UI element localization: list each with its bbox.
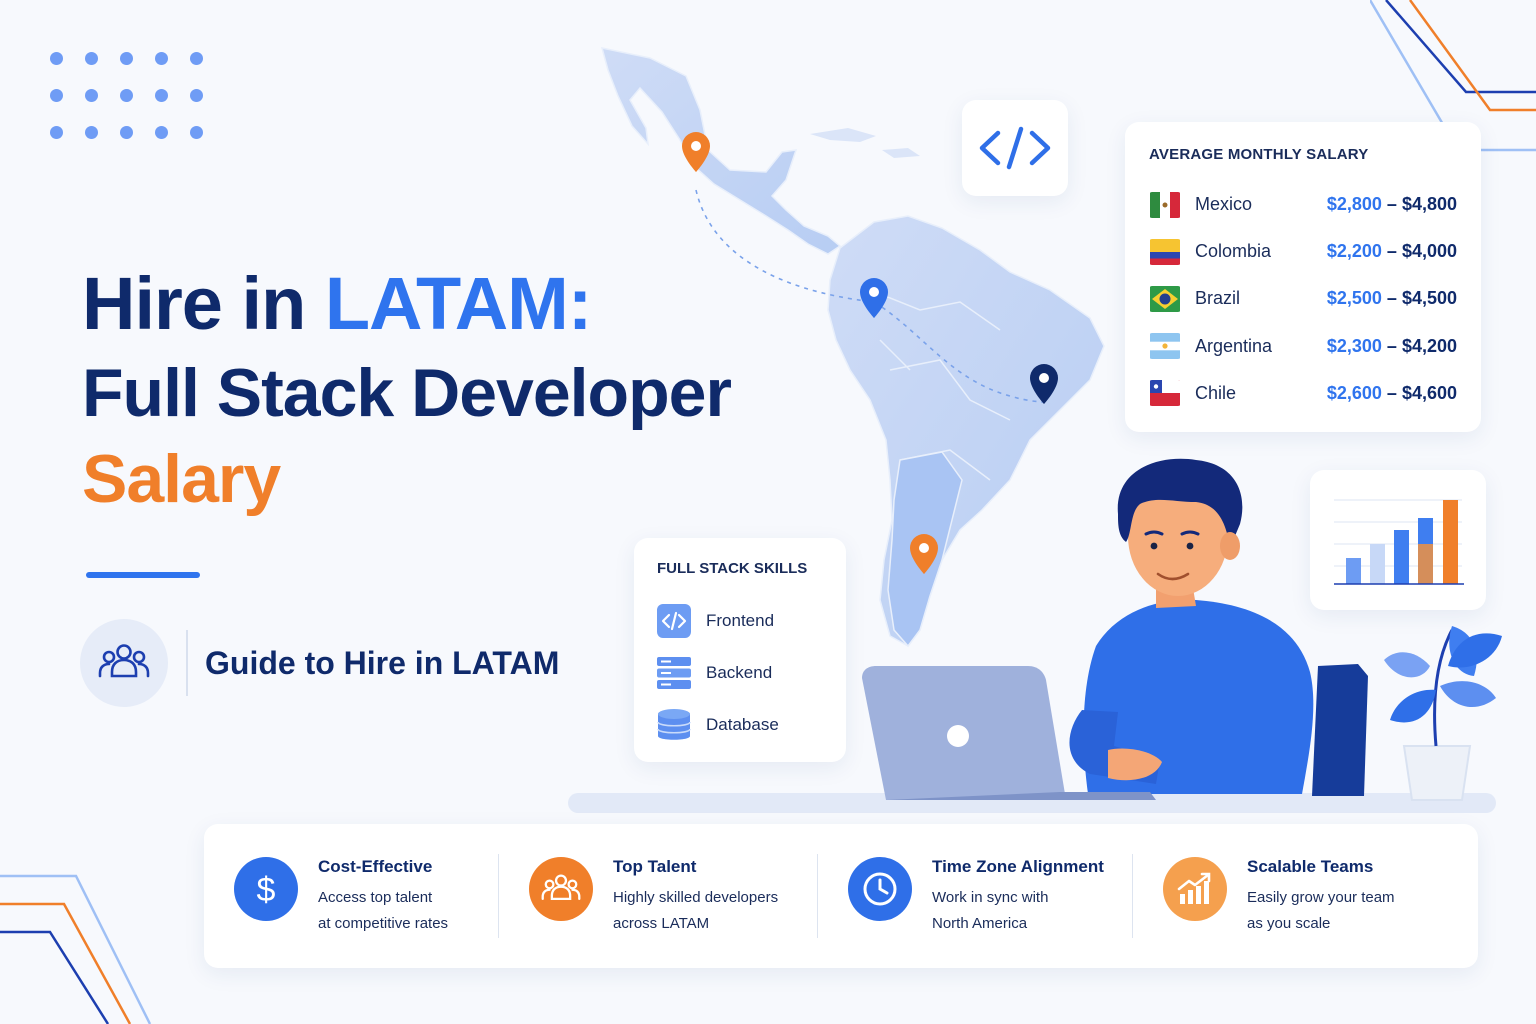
brazil-flag-icon: [1150, 285, 1180, 312]
skill-label: Database: [706, 715, 779, 734]
country-name: Brazil: [1195, 288, 1241, 309]
headline-line-1: Hire in LATAM:: [82, 262, 593, 345]
headline-line-2: Full Stack Developer: [82, 355, 732, 431]
developer-illustration: [862, 458, 1502, 801]
feature-divider: [1132, 854, 1133, 938]
code-icon: [657, 604, 691, 638]
feature-desc-line-2: North America: [932, 915, 1028, 932]
feature-desc-line-2: as you scale: [1247, 915, 1331, 932]
feature-desc-line-1: Work in sync with: [932, 889, 1049, 906]
headline-line-3: Salary: [82, 441, 281, 517]
code-card: [962, 100, 1068, 196]
server-icon: [657, 656, 691, 690]
latam-map: [600, 47, 1105, 648]
clock-icon: [848, 857, 912, 921]
argentina-flag-icon: [1150, 333, 1180, 360]
feature-top-talent: Top Talent Highly skilled developers acr…: [499, 853, 817, 939]
guide-divider: [186, 630, 188, 696]
country-name: Mexico: [1195, 194, 1253, 215]
salary-row-argentina: Argentina $2,300 – $4,200: [1149, 323, 1457, 370]
colombia-flag-icon: [1150, 238, 1180, 265]
skill-label: Backend: [706, 663, 773, 682]
map-pin-colombia: [860, 278, 888, 318]
map-pin-brazil: [1030, 364, 1058, 404]
map-pin-mexico: [682, 132, 710, 172]
headline: Hire in LATAM: Full Stack Developer Sala…: [82, 258, 842, 522]
svg-text:$: $: [257, 871, 276, 908]
feature-title: Time Zone Alignment: [932, 857, 1104, 876]
skill-item-database: Database: [657, 699, 846, 751]
country-name: Colombia: [1195, 241, 1272, 262]
feature-desc-line-2: at competitive rates: [318, 915, 449, 932]
feature-time-zone: Time Zone Alignment Work in sync with No…: [818, 853, 1132, 939]
country-name: Argentina: [1195, 335, 1273, 356]
feature-title: Cost-Effective: [318, 857, 433, 876]
feature-cost-effective: $ Cost-Effective Access top talent at co…: [204, 853, 498, 939]
feature-desc-line-1: Access top talent: [318, 889, 433, 906]
feature-divider: [817, 854, 818, 938]
team-icon: [529, 857, 593, 921]
skills-card: FULL STACK SKILLS Frontend Backend Datab…: [634, 538, 846, 762]
skill-label: Frontend: [706, 611, 775, 630]
features-strip: $ Cost-Effective Access top talent at co…: [204, 824, 1478, 968]
salary-range: $2,800 – $4,800: [1326, 194, 1457, 215]
headline-underline: [86, 572, 200, 578]
skill-item-backend: Backend: [657, 647, 846, 699]
team-icon: [80, 619, 168, 707]
feature-title: Scalable Teams: [1247, 857, 1374, 876]
guide-link[interactable]: Guide to Hire in LATAM: [205, 645, 560, 681]
salary-range: $2,200 – $4,000: [1326, 241, 1457, 262]
salary-range: $2,500 – $4,500: [1326, 288, 1457, 309]
database-icon: [657, 708, 691, 742]
desk: [568, 793, 1496, 813]
salary-row-brazil: Brazil $2,500 – $4,500: [1149, 275, 1457, 322]
chile-flag-icon: [1150, 380, 1180, 407]
growth-chart-icon: [1163, 857, 1227, 921]
feature-desc-line-1: Highly skilled developers: [613, 889, 779, 906]
dollar-icon: $: [234, 857, 298, 921]
salary-row-chile: Chile $2,600 – $4,600: [1149, 370, 1457, 417]
feature-title: Top Talent: [613, 857, 697, 876]
feature-scalable-teams: Scalable Teams Easily grow your team as …: [1133, 853, 1433, 939]
country-name: Chile: [1195, 382, 1237, 403]
salary-range: $2,600 – $4,600: [1326, 382, 1457, 403]
mexico-flag-icon: [1150, 191, 1180, 218]
feature-desc-line-1: Easily grow your team: [1247, 889, 1395, 906]
decorative-dots: [50, 52, 210, 142]
salary-card: AVERAGE MONTHLY SALARY Mexico $2,800 – $…: [1125, 122, 1481, 432]
salary-range: $2,300 – $4,200: [1326, 335, 1457, 356]
salary-card-title: AVERAGE MONTHLY SALARY: [1149, 146, 1369, 163]
bar-chart-card: [1310, 470, 1486, 610]
headline-accent: LATAM:: [324, 262, 593, 345]
salary-row-mexico: Mexico $2,800 – $4,800: [1149, 181, 1457, 228]
corner-lines-bottom-left: [0, 874, 152, 1024]
bar-chart-icon: [1334, 499, 1464, 585]
skills-card-title: FULL STACK SKILLS: [657, 560, 808, 577]
map-pin-argentina: [910, 534, 938, 574]
salary-row-colombia: Colombia $2,200 – $4,000: [1149, 228, 1457, 275]
code-icon: [979, 126, 1051, 170]
skill-item-frontend: Frontend: [657, 595, 846, 647]
feature-desc-line-2: across LATAM: [613, 915, 710, 932]
feature-divider: [498, 854, 499, 938]
